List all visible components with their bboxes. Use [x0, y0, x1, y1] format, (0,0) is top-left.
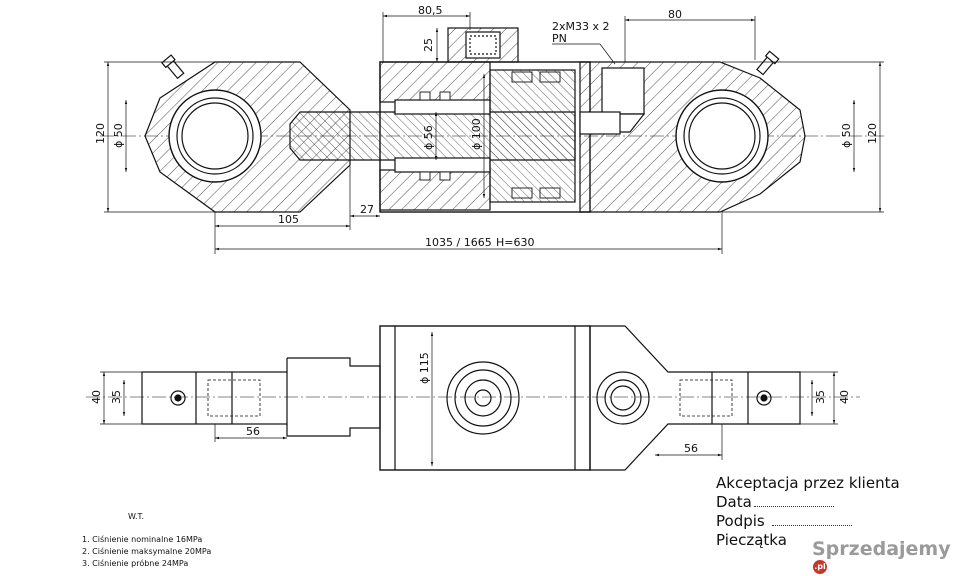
grease-nipple-right	[756, 50, 780, 76]
dim-27: 27	[360, 203, 374, 216]
dim-35-right: 35	[814, 390, 827, 404]
note-2: 2. Ciśnienie maksymalne 20MPa	[82, 547, 212, 556]
sign-label: Podpis	[716, 512, 765, 530]
dim-40-left: 40	[90, 390, 103, 404]
note-3: 3. Ciśnienie próbne 24MPa	[82, 559, 189, 568]
stamp-label: Pieczątka	[716, 531, 787, 549]
watermark-suffix: .pl	[813, 560, 827, 574]
left-eye-plan	[141, 371, 288, 425]
dim-120-left: 120	[94, 123, 107, 144]
acceptance-date-row: Data	[716, 493, 900, 512]
acceptance-title: Akceptacja przez klienta	[716, 474, 900, 492]
dim-80-5: 80,5	[418, 4, 443, 17]
dim-56-right: 56	[684, 442, 698, 455]
dim-56: ϕ 56	[422, 125, 435, 150]
port-front	[446, 361, 520, 435]
top-section-view	[100, 12, 885, 254]
dim-50-left: ϕ 50	[112, 123, 125, 148]
gland	[379, 61, 491, 103]
thread-note-2: PN	[552, 32, 567, 45]
date-dotted-line	[753, 496, 834, 507]
dim-40-right: 40	[838, 390, 851, 404]
thread-note-1: 2xM33 x 2	[552, 20, 610, 33]
dim-50-right: ϕ 50	[840, 123, 853, 148]
dim-56-left: 56	[246, 425, 260, 438]
sign-dotted-line	[771, 515, 852, 526]
dim-length: 1035 / 1665	[425, 236, 492, 249]
dim-stroke: H=630	[496, 236, 534, 249]
cylinder-body-plan	[379, 325, 591, 471]
pressure-notes: 1. Ciśnienie nominalne 16MPa 2. Ciśnieni…	[82, 534, 211, 570]
wt-label: W.T.	[128, 512, 145, 521]
grease-nipple-left	[161, 54, 185, 80]
dim-25: 25	[422, 38, 435, 52]
dim-80: 80	[668, 8, 682, 21]
watermark-text: Sprzedajemy	[812, 538, 951, 560]
watermark-logo: Sprzedajemy.pl	[812, 538, 960, 576]
dim-35-left: 35	[110, 390, 123, 404]
date-label: Data	[716, 493, 752, 511]
dim-100: ϕ 100	[470, 118, 483, 150]
dim-120-right: 120	[866, 123, 879, 144]
note-1: 1. Ciśnienie nominalne 16MPa	[82, 535, 203, 544]
dim-115: ϕ 115	[418, 352, 431, 384]
acceptance-sign-row: Podpis	[716, 512, 900, 531]
piston	[489, 69, 576, 203]
bottom-plan-view	[86, 325, 860, 471]
dim-105: 105	[278, 213, 299, 226]
client-acceptance-block: Akceptacja przez klienta Data Podpis Pie…	[716, 474, 900, 550]
